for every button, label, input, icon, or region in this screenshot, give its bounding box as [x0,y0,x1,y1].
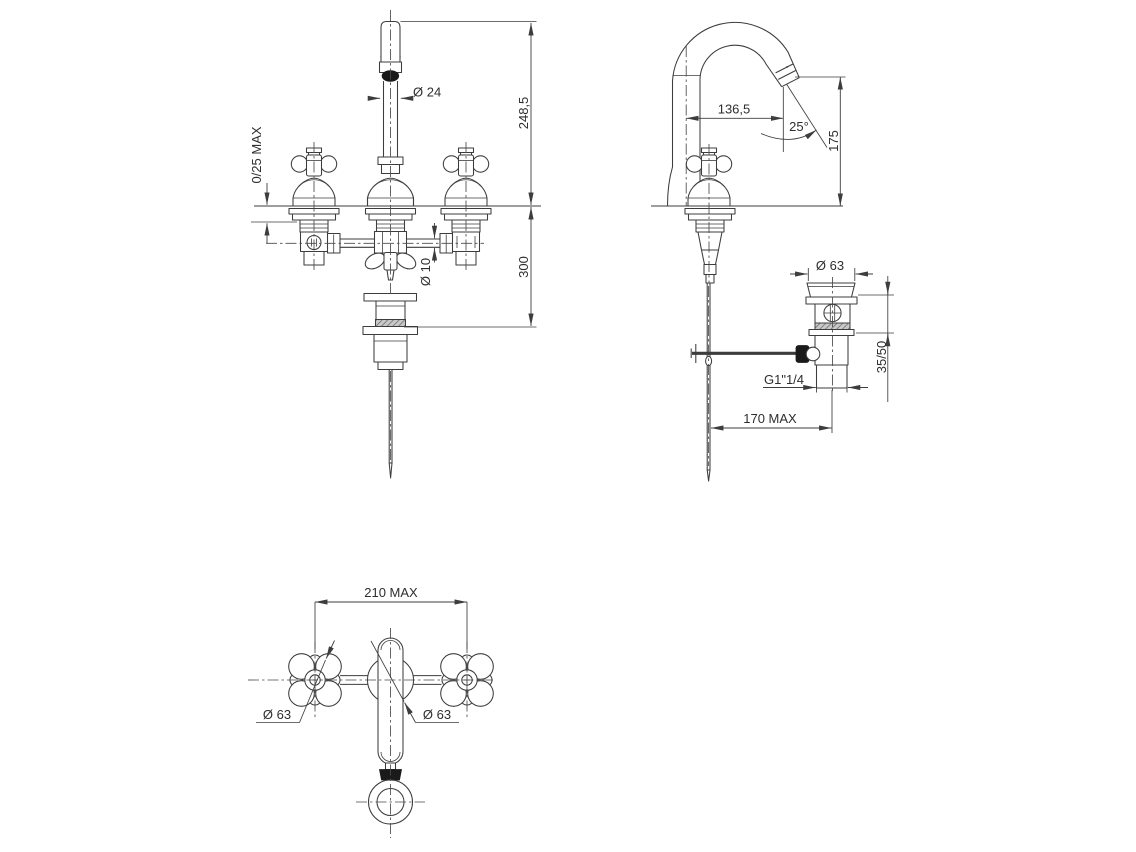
dim-pipe-diameter: Ø 10 [418,258,433,286]
pop-up-waste-side [795,282,858,389]
butterfly-nut [364,251,417,281]
pop-up-waste-front [362,292,419,479]
dim-depth-below-deck: 300 [516,256,531,278]
dim-deck-thickness: 0/25 MAX [249,126,264,183]
front-view: Ø 24 248,5 0/25 MAX Ø 10 300 [249,10,541,479]
dim-outlet-angle: 25° [789,119,809,134]
lift-rod-lever [690,344,797,363]
dim-height-above-deck: 248,5 [516,97,531,130]
pop-up-rod [705,283,713,482]
side-shank-reducers [697,231,723,284]
dim-waste-diameter: Ø 63 [816,258,844,273]
dim-rod-reach: 170 MAX [743,411,797,426]
pop-up-rod-tip [388,462,393,479]
dim-spout-reach: 136,5 [718,102,751,117]
dim-outlet-height: 175 [826,130,841,152]
lever-ball-joint [805,346,821,362]
jet-angle-line [786,84,828,148]
dim-center-rosette: Ø 63 [423,707,451,722]
side-view: 136,5 25° 175 Ø 63 35/50 G1"1/4 170 MAX [651,21,894,482]
dim-waste-thread: G1"1/4 [764,372,804,387]
plan-view: 210 MAX Ø 63 Ø 63 [248,585,494,838]
dim-spout-diameter: Ø 24 [413,85,441,100]
dim-clamping-range: 35/50 [874,341,889,374]
dim-handle-centers: 210 MAX [364,585,418,600]
dim-left-rosette: Ø 63 [263,707,291,722]
